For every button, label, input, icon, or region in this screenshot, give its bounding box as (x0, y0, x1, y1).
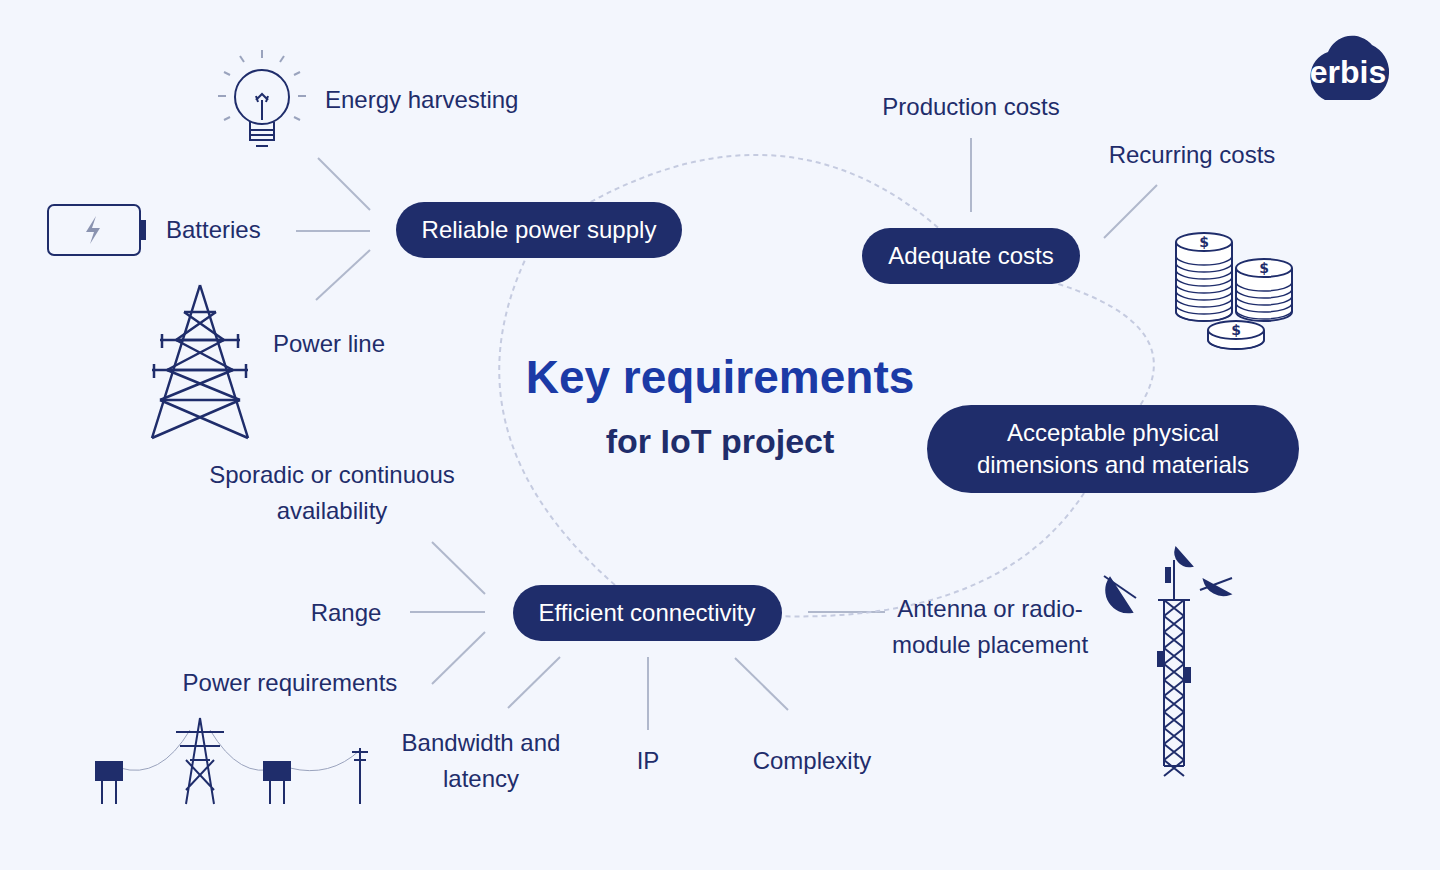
item-label: Batteries (166, 212, 261, 248)
requirement-pill: Reliable power supply (396, 202, 683, 258)
requirement-pill: Acceptable physical dimensions and mater… (927, 405, 1299, 493)
antenna-tower-icon (1104, 548, 1232, 776)
pill-text: Acceptable physical dimensions and mater… (953, 417, 1273, 481)
item-label: Range (311, 595, 382, 631)
bulb-icon (218, 50, 306, 146)
coins-icon: $ $ $ (1176, 233, 1292, 349)
item-label: Production costs (882, 89, 1059, 125)
pill-text: Reliable power supply (422, 214, 657, 246)
item-label: Antenna or radio-module placement (885, 591, 1095, 663)
item-label: Power requirements (183, 665, 398, 701)
item-label: Energy harvesting (325, 82, 518, 118)
requirement-pill: Adequate costs (862, 228, 1079, 284)
item-label: Recurring costs (1109, 137, 1276, 173)
svg-text:$: $ (1259, 260, 1269, 276)
item-label: Complexity (753, 743, 872, 779)
svg-text:$: $ (1231, 322, 1241, 338)
logo-text: erbis (1310, 52, 1386, 92)
item-label: Bandwidth and latency (401, 725, 561, 797)
ring-connector (499, 258, 615, 585)
item-label: Sporadic or continuous availability (182, 457, 482, 529)
item-label: Power line (273, 326, 385, 362)
pill-text: Efficient connectivity (539, 597, 756, 629)
item-label: IP (637, 743, 660, 779)
subtitle: for IoT project (606, 420, 835, 462)
diagram-title: Key requirements (526, 349, 915, 405)
svg-text:$: $ (1199, 234, 1209, 250)
power-line-icon (96, 718, 368, 804)
pylon-icon (152, 285, 248, 438)
ring-connector (1058, 284, 1154, 405)
requirement-pill: Efficient connectivity (513, 585, 782, 641)
pill-text: Adequate costs (888, 240, 1053, 272)
logo-cloud (1310, 36, 1389, 100)
battery-icon (48, 205, 146, 255)
